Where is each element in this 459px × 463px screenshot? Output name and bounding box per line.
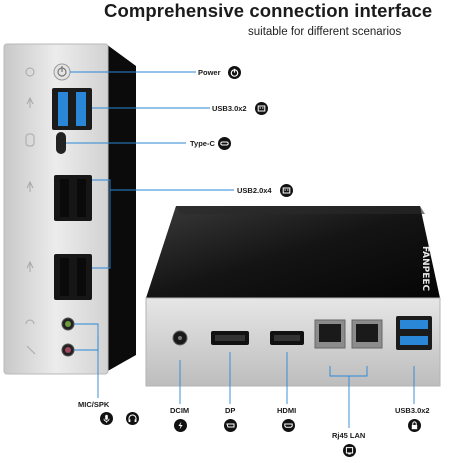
label-rj45: Rj45 LAN bbox=[332, 431, 366, 440]
label-usb20: USB2.0x4 bbox=[237, 186, 272, 195]
label-power: Power bbox=[198, 68, 221, 77]
usb-icon bbox=[280, 184, 293, 197]
lock-icon bbox=[408, 419, 421, 432]
hdmi-icon bbox=[282, 419, 295, 432]
side-device-black-shell bbox=[106, 44, 136, 372]
label-dp: DP bbox=[225, 406, 236, 415]
label-mic-spk: MIC/SPK bbox=[78, 400, 110, 409]
page-subtitle: suitable for different scenarios bbox=[248, 26, 402, 38]
label-usb30-back: USB3.0x2 bbox=[395, 406, 430, 415]
label-dcim: DCIM bbox=[170, 406, 190, 415]
back-device-top bbox=[146, 206, 440, 298]
usb20-ports-bottom bbox=[54, 254, 92, 300]
label-typec: Type-C bbox=[190, 139, 215, 148]
side-view-device bbox=[3, 43, 136, 375]
usb20-ports-top bbox=[54, 175, 92, 221]
headphone-icon bbox=[126, 412, 139, 425]
dc-power-icon bbox=[174, 419, 187, 432]
microphone-icon bbox=[100, 412, 113, 425]
typec-icon bbox=[218, 137, 231, 150]
callout-lines bbox=[66, 71, 415, 428]
power-icon bbox=[228, 66, 241, 79]
dp-icon bbox=[224, 419, 237, 432]
label-hdmi: HDMI bbox=[277, 406, 297, 415]
page-title: Comprehensive connection interface bbox=[104, 0, 433, 21]
usb-icon bbox=[255, 102, 268, 115]
lan-icon bbox=[343, 444, 356, 457]
back-view-device: FANPEEC bbox=[145, 206, 441, 387]
label-usb30-side: USB3.0x2 bbox=[212, 104, 247, 113]
typec-port bbox=[56, 132, 66, 154]
device-brand-text: FANPEEC bbox=[420, 246, 430, 292]
